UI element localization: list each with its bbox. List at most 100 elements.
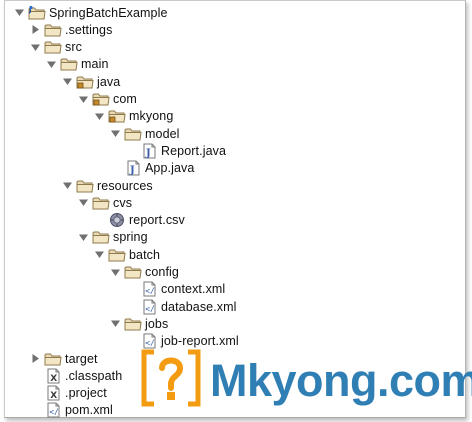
tree-item-label: spring [113, 230, 148, 245]
tree-item[interactable]: cvs [78, 194, 132, 211]
folder-icon [76, 178, 94, 194]
tree-item[interactable]: X .project [30, 385, 107, 402]
expanded-arrow-icon[interactable] [94, 246, 105, 263]
java-file-icon: J [140, 143, 158, 159]
project-icon: J [28, 5, 46, 21]
expanded-arrow-icon[interactable] [78, 194, 89, 211]
tree-item-label: database.xml [161, 299, 237, 314]
tree-item[interactable]: model [110, 125, 180, 142]
tree-item[interactable]: </ context.xml [126, 281, 225, 298]
tree-item[interactable]: config [110, 264, 179, 281]
tree-item-label: mkyong [129, 109, 174, 124]
svg-text:J: J [28, 6, 32, 14]
tree-item-label: com [113, 92, 137, 106]
tree-item-label: .settings [65, 22, 113, 37]
svg-text:</: </ [49, 408, 59, 417]
tree-item-label: jobs [145, 316, 169, 331]
folder-icon [124, 264, 142, 280]
expanded-arrow-icon[interactable] [94, 108, 105, 125]
collapsed-arrow-icon[interactable] [30, 350, 41, 367]
folder-icon [108, 247, 126, 263]
expanded-arrow-icon[interactable] [30, 39, 41, 56]
tree-item-label: resources [97, 178, 153, 193]
tree-item[interactable]: J App.java [110, 160, 194, 177]
xml-file-icon: </ [140, 299, 158, 315]
tree-item[interactable]: </ job-report.xml [126, 333, 239, 350]
logo-text: Mkyong.com [210, 354, 472, 406]
x-file-icon: X [44, 385, 62, 401]
svg-text:</: </ [145, 304, 155, 313]
tree-item-label: batch [129, 247, 161, 262]
tree-item[interactable]: .settings [30, 21, 112, 38]
tree-item-label: .classpath [65, 368, 123, 383]
logo-bracket-icon [136, 348, 206, 413]
tree-item[interactable]: src [30, 39, 82, 56]
folder-icon [124, 126, 142, 142]
tree-item[interactable]: J SpringBatchExample [14, 4, 168, 21]
tree-item-label: job-report.xml [161, 334, 239, 349]
tree-item[interactable]: </ pom.xml [30, 402, 113, 419]
folder-icon [44, 351, 62, 367]
tree-item[interactable]: jobs [110, 315, 168, 332]
java-file-icon: J [124, 160, 142, 176]
expanded-arrow-icon[interactable] [62, 73, 73, 90]
tree-item[interactable]: spring [78, 229, 148, 246]
xml-file-icon: </ [140, 333, 158, 349]
expanded-arrow-icon[interactable] [110, 264, 121, 281]
xml-file-icon: </ [140, 281, 158, 297]
tree-item-label: .project [65, 386, 107, 401]
tree-item-label: java [97, 74, 121, 89]
tree-item-label: src [65, 40, 82, 55]
tree-item[interactable]: batch [94, 246, 160, 263]
folder-icon [92, 195, 110, 211]
tree-item-label: model [145, 126, 180, 141]
collapsed-arrow-icon[interactable] [30, 21, 41, 38]
package-folder-icon [76, 74, 94, 90]
expanded-arrow-icon[interactable] [46, 56, 57, 73]
tree-item-label: context.xml [161, 282, 226, 297]
tree-item[interactable]: report.csv [94, 212, 185, 229]
tree-item-label: SpringBatchExample [49, 5, 168, 20]
tree-item[interactable]: com [78, 91, 137, 108]
svg-text:X: X [50, 374, 57, 384]
expanded-arrow-icon[interactable] [110, 125, 121, 142]
svg-text:J: J [145, 148, 151, 159]
tree-item[interactable]: java [62, 73, 120, 90]
svg-text:X: X [50, 391, 57, 401]
tree-item[interactable]: J Report.java [126, 142, 226, 159]
expanded-arrow-icon[interactable] [78, 229, 89, 246]
package-explorer-panel: J SpringBatchExample .settings src main java c… [4, 0, 466, 418]
package-folder-icon [92, 91, 110, 107]
xml-file-icon: </ [44, 402, 62, 418]
mkyong-logo: Mkyong.com [136, 348, 472, 413]
folder-icon [44, 39, 62, 55]
tree-item-label: target [65, 351, 98, 366]
folder-icon [60, 56, 78, 72]
tree-item[interactable]: mkyong [94, 108, 173, 125]
tree-item[interactable]: main [46, 56, 109, 73]
folder-icon [124, 316, 142, 332]
expanded-arrow-icon[interactable] [14, 4, 25, 21]
tree-item-label: Report.java [161, 143, 227, 158]
tree-item-label: App.java [145, 161, 195, 176]
tree-item-label: report.csv [129, 213, 185, 228]
svg-text:</: </ [145, 339, 155, 348]
tree-item[interactable]: target [30, 350, 98, 367]
folder-icon [44, 22, 62, 38]
folder-icon [92, 229, 110, 245]
tree-item-label: config [145, 265, 179, 279]
tree-item-label: pom.xml [65, 403, 113, 418]
tree-item[interactable]: </ database.xml [126, 298, 237, 315]
tree-item-label: main [81, 57, 109, 72]
tree-item-label: cvs [113, 195, 133, 210]
csv-file-icon [108, 212, 126, 228]
tree-item[interactable]: resources [62, 177, 153, 194]
svg-text:J: J [129, 165, 135, 176]
expanded-arrow-icon[interactable] [62, 177, 73, 194]
expanded-arrow-icon[interactable] [78, 91, 89, 108]
tree-item[interactable]: X .classpath [30, 367, 122, 384]
expanded-arrow-icon[interactable] [110, 315, 121, 332]
svg-text:</: </ [145, 287, 155, 296]
package-folder-icon [108, 108, 126, 124]
x-file-icon: X [44, 368, 62, 384]
